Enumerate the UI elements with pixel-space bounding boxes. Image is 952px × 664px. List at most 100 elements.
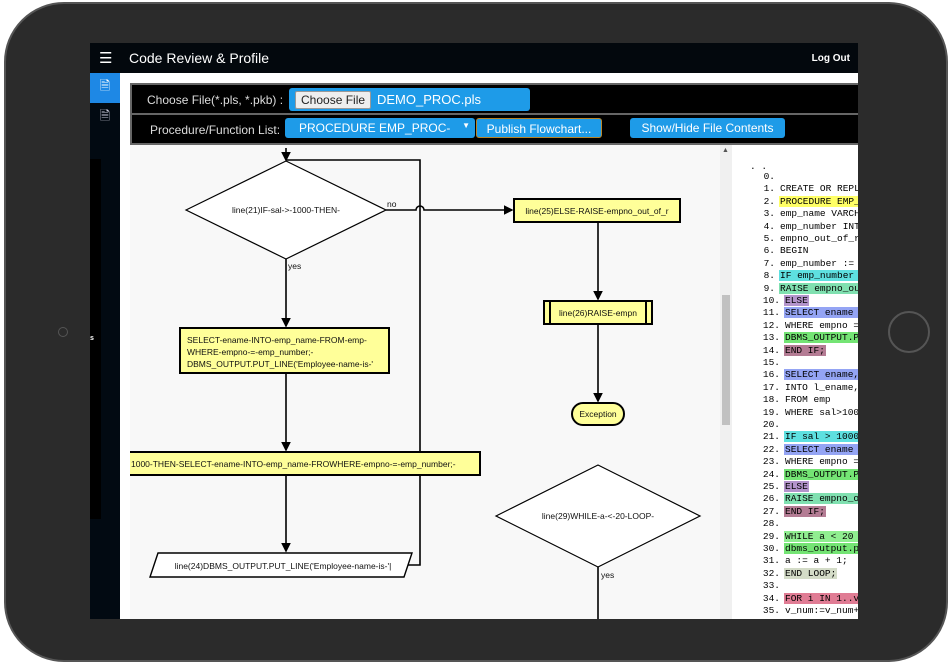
line-number: 30. [762, 543, 780, 554]
code-text: END IF; [784, 505, 826, 517]
code-line: 13.DBMS_OUTPUT.PUT [732, 332, 858, 344]
code-line: 32.END LOOP; [732, 567, 838, 580]
exception-terminal[interactable] [571, 402, 625, 426]
home-button[interactable] [888, 311, 930, 353]
select-label-line: SELECT-ename-INTO-emp_name-FROM-emp- [187, 335, 367, 345]
line-number: 20. [762, 419, 780, 430]
output-box[interactable] [149, 552, 413, 578]
procedure-selected-value: PROCEDURE EMP_PROC- [299, 121, 451, 135]
line-number: 21. [762, 431, 780, 443]
code-text: ELSE [784, 481, 809, 492]
line-number: 32. [762, 567, 780, 579]
code-line: 22. SELECT ename INTO [732, 443, 858, 456]
hamburger-icon[interactable]: ☰ [99, 50, 113, 67]
line-number: 6. [763, 245, 775, 257]
choose-file-button[interactable]: Choose File [295, 91, 372, 109]
code-line: 11.SELECT ename INTO [732, 307, 858, 319]
code-line: 4. emp_number INTEGER [732, 221, 858, 233]
code-text: BEGIN [780, 245, 809, 257]
select-label-line: DBMS_OUTPUT.PUT_LINE('Employee-name-is-' [187, 359, 373, 369]
code-line: 7.emp_number := [732, 258, 855, 270]
raise-box[interactable] [543, 300, 653, 325]
line-number: 34. [762, 592, 780, 604]
sidebar-item-file-2[interactable]: 🗎 [90, 103, 120, 133]
line-number: 0. [763, 171, 775, 182]
code-line: 19.WHERE sal>1000 [732, 407, 858, 419]
code-line: 9.RAISE empno_out_of [732, 282, 858, 295]
code-text [784, 357, 786, 368]
line-number: 28. [762, 518, 780, 530]
code-line: 6. BEGIN [732, 245, 810, 257]
publish-flowchart-button[interactable]: Publish Flowchart... [476, 118, 602, 138]
toolbar: Choose File(*.pls, *.pkb) : Choose File … [130, 83, 858, 145]
code-text [784, 518, 786, 529]
line-number: 22. [762, 443, 780, 455]
line-number: 24. [762, 468, 780, 480]
yes-label: yes [288, 261, 301, 271]
code-line: 16.SELECT ename, sal [732, 369, 858, 381]
sidebar-item-file-1[interactable]: 🗎 [90, 73, 120, 103]
app-header: ☰ Code Review & Profile Log Out [90, 43, 858, 73]
logout-link[interactable]: Log Out [811, 53, 850, 64]
line-number: 3. [763, 208, 775, 220]
code-text: empno_out_of_range [780, 233, 858, 244]
code-line: 15. [732, 357, 786, 369]
code-text: emp_number INTEGER [780, 220, 858, 232]
line-number: 27. [762, 505, 780, 517]
scrollbar-thumb[interactable] [722, 295, 730, 425]
code-line: 26.RAISE empno_out [732, 493, 858, 505]
code-text: WHERE sal>1000 [785, 406, 858, 418]
code-line: 18.FROM emp [732, 394, 832, 406]
procedure-select[interactable]: PROCEDURE EMP_PROC- ▼ [285, 118, 475, 138]
code-text: INTO l_ename, l_sal [785, 381, 858, 393]
loop-edge [286, 159, 421, 566]
file-input[interactable]: Choose File DEMO_PROC.pls [289, 88, 530, 111]
decision-while[interactable] [494, 464, 702, 568]
code-text: FOR i IN 1..v_num [784, 592, 858, 604]
code-text: v_num:=v_num+1 [785, 605, 858, 616]
line-number: 4. [763, 220, 775, 232]
code-line: 8.IF emp_number > [732, 270, 858, 282]
code-text [784, 419, 786, 430]
line-number: 9. [763, 282, 775, 294]
scroll-up-icon[interactable]: ▲ [722, 147, 729, 154]
code-text: emp_number := [780, 257, 855, 269]
line-number: 14. [762, 344, 780, 356]
code-line: 30.dbms_output.put [732, 543, 858, 555]
no-label: no [387, 199, 397, 209]
code-line: 25. ELSE [732, 481, 809, 493]
sidebar: 🗎 🗎 s [90, 73, 120, 619]
code-text [784, 580, 786, 591]
code-text: PROCEDURE EMP_PROC [779, 195, 858, 207]
app-title: Code Review & Profile [129, 50, 270, 66]
line-number: 5. [763, 233, 775, 244]
line-number: 12. [762, 319, 780, 331]
code-line: 2.PROCEDURE EMP_PROC [732, 195, 858, 208]
code-line: 28. [732, 518, 786, 530]
code-header: . . [750, 161, 768, 172]
code-line: 3.emp_name VARCHAR2 [732, 208, 858, 220]
decision-if-sal[interactable] [184, 160, 388, 260]
flowchart-canvas: line(21)IF-sal->-1000-THEN- no yes line(… [127, 145, 720, 619]
line-number: 25. [762, 481, 780, 492]
app-screen: ☰ Code Review & Profile Log Out 🗎 🗎 s Ch… [90, 43, 858, 619]
code-text: DBMS_OUTPUT.PUT [784, 468, 858, 480]
line-number: 10. [762, 295, 780, 306]
flowchart-scrollbar[interactable]: ▲ [720, 145, 732, 619]
line-number: 16. [762, 369, 780, 381]
code-text [779, 171, 781, 182]
line-number: 33. [762, 580, 780, 592]
select-box[interactable] [179, 327, 390, 374]
code-text: FROM emp [785, 394, 831, 406]
show-hide-file-button[interactable]: Show/Hide File Contents [630, 118, 785, 138]
line-number: 35. [762, 605, 780, 616]
file-name: DEMO_PROC.pls [377, 92, 482, 107]
code-line: 17.INTO l_ename, l_sal [732, 382, 858, 394]
flowchart-svg: line(21)IF-sal->-1000-THEN- no yes line(… [127, 148, 702, 619]
code-text: SELECT ename INTO [784, 443, 858, 455]
else-label: line(25)ELSE-RAISE-empno_out_of_r [525, 206, 668, 216]
code-line: 1.CREATE OR REPLACE [732, 183, 858, 195]
code-text: END IF; [784, 344, 826, 356]
code-line: 12.WHERE empno = [732, 320, 858, 332]
else-box[interactable] [513, 198, 681, 223]
